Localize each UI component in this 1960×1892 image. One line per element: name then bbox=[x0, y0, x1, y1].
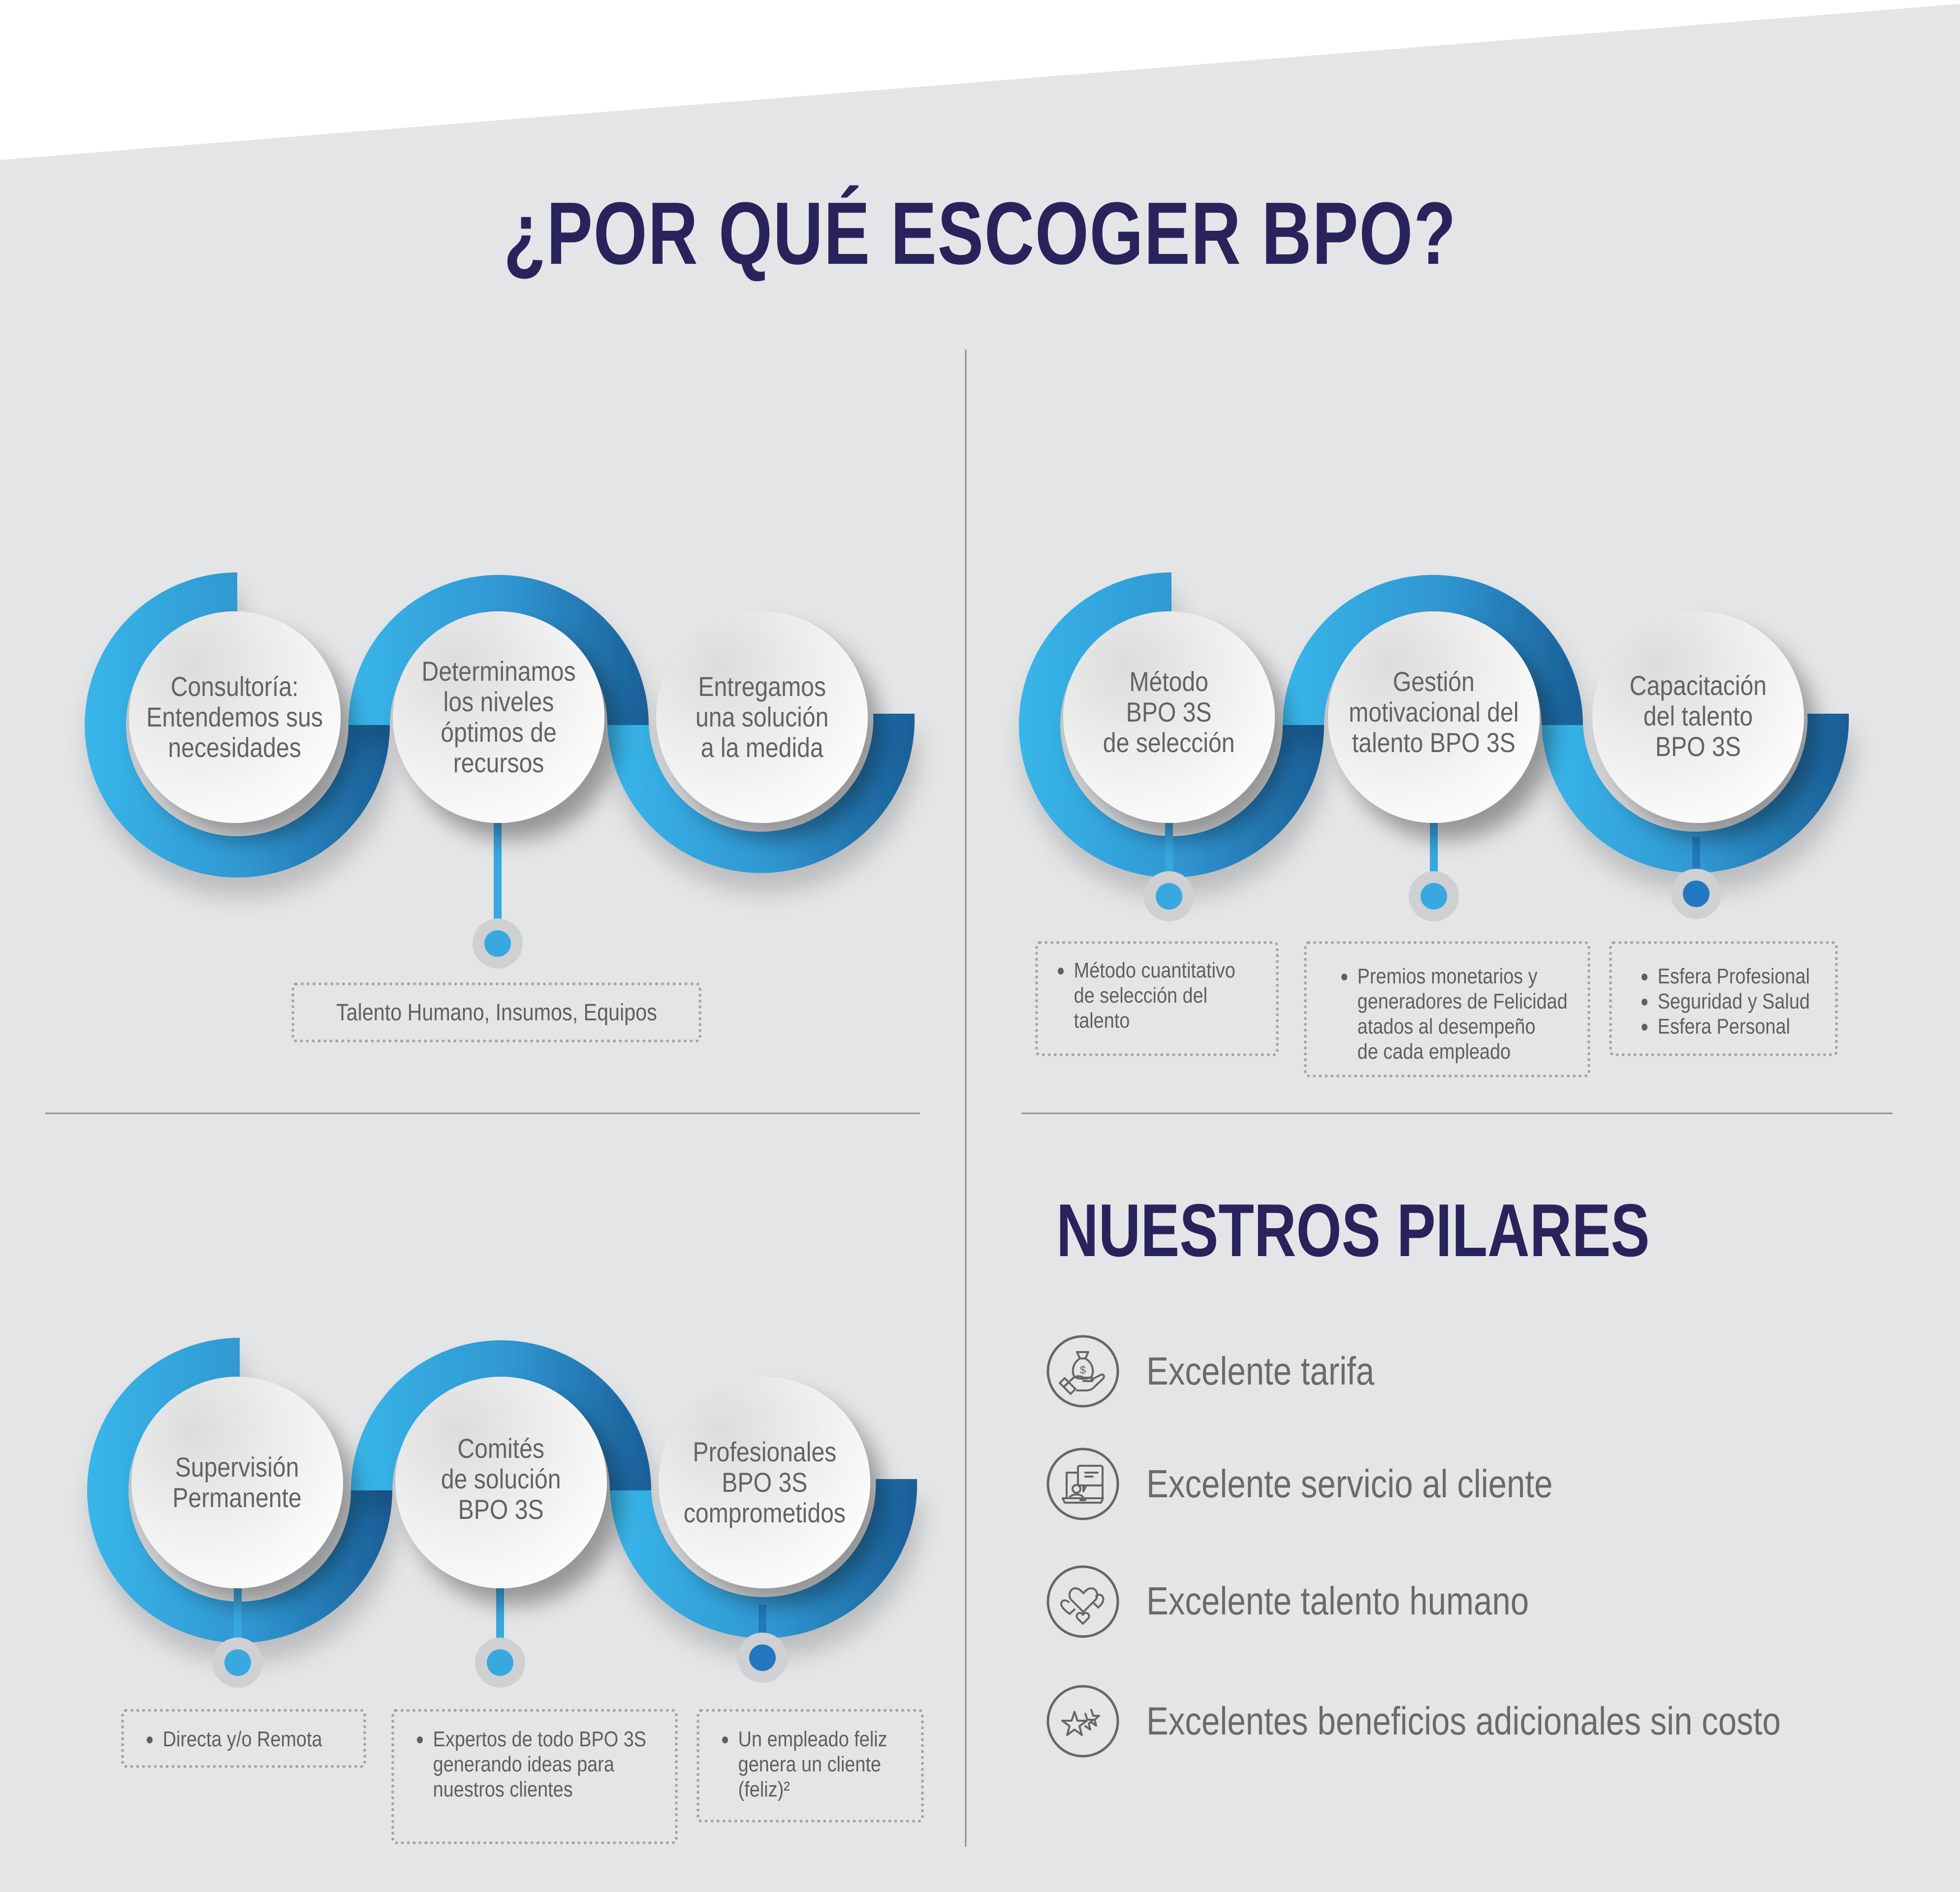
note-item: Esfera Profesional bbox=[1642, 964, 1845, 989]
step-circle bbox=[393, 611, 604, 823]
group-2-diagram bbox=[1019, 572, 1849, 921]
note-item: Método cuantitativo de selección del tal… bbox=[1058, 958, 1278, 1033]
note-box: Un empleado feliz genera un cliente (fel… bbox=[696, 1709, 924, 1823]
laptop-chat-support-icon bbox=[1046, 1447, 1120, 1521]
step-label: Método BPO 3S de selección bbox=[1103, 666, 1235, 758]
note-item: Seguridad y Salud bbox=[1642, 989, 1845, 1014]
note-box: Esfera Profesional Seguridad y Salud Esf… bbox=[1609, 941, 1838, 1056]
step-label: Capacitación del talento BPO 3S bbox=[1629, 670, 1767, 762]
wave-band bbox=[351, 1340, 651, 1490]
note-box: Directa y/o Remota bbox=[121, 1709, 366, 1768]
page-title: ¿POR QUÉ ESCOGER BPO? bbox=[503, 184, 1457, 283]
note-box: Método cuantitativo de selección del tal… bbox=[1035, 941, 1279, 1056]
pillar-label: Excelente talento humano bbox=[1146, 1579, 1529, 1623]
note-box: Expertos de todo BPO 3S generando ideas … bbox=[391, 1709, 678, 1844]
note-item: Directa y/o Remota bbox=[147, 1727, 367, 1752]
step-circle bbox=[129, 611, 341, 823]
money-bag-hand-icon: $ bbox=[1046, 1334, 1120, 1408]
step-label: Comités de solución BPO 3S bbox=[441, 1433, 561, 1525]
wave-band bbox=[607, 714, 915, 873]
top-diagonal-band bbox=[0, 0, 1960, 160]
wave-band bbox=[348, 575, 649, 725]
wave-band bbox=[610, 1479, 917, 1639]
step-circle bbox=[659, 1377, 870, 1588]
step-circle bbox=[1592, 611, 1804, 823]
pillar-label: Excelente tarifa bbox=[1146, 1349, 1375, 1393]
note-box: Talento Humano, Insumos, Equipos bbox=[291, 982, 701, 1042]
hearts-icon bbox=[1046, 1565, 1120, 1639]
step-circle bbox=[656, 611, 868, 823]
step-label: Entregamos una solución a la medida bbox=[695, 671, 829, 763]
group-1-diagram bbox=[85, 572, 915, 969]
note-item: Expertos de todo BPO 3S generando ideas … bbox=[417, 1727, 679, 1802]
step-label: Profesionales BPO 3S comprometidos bbox=[683, 1436, 846, 1528]
svg-text:$: $ bbox=[1080, 1364, 1086, 1376]
step-label: Determinamos los niveles óptimos de recu… bbox=[421, 656, 576, 778]
group-3-diagram bbox=[87, 1338, 917, 1688]
note-box: Premios monetarios y generadores de Feli… bbox=[1304, 941, 1590, 1077]
note-item: Esfera Personal bbox=[1642, 1014, 1845, 1039]
wave-band bbox=[1542, 714, 1849, 873]
pillar-label: Excelente servicio al cliente bbox=[1146, 1462, 1553, 1506]
step-label: Supervisión Permanente bbox=[172, 1451, 302, 1513]
step-circle bbox=[1328, 611, 1540, 823]
pillars-title: NUESTROS PILARES bbox=[1056, 1189, 1650, 1272]
step-label: Gestión motivacional del talento BPO 3S bbox=[1349, 666, 1519, 758]
step-circle bbox=[395, 1377, 607, 1588]
step-label: Consultoría: Entendemos sus necesidades bbox=[146, 671, 323, 763]
step-circle bbox=[1063, 611, 1275, 823]
step-circle bbox=[131, 1377, 343, 1588]
note-item: Un empleado feliz genera un cliente (fel… bbox=[722, 1727, 925, 1802]
stars-icon bbox=[1046, 1684, 1120, 1758]
wave-band bbox=[1283, 575, 1583, 725]
pillar-label: Excelentes beneficios adicionales sin co… bbox=[1146, 1699, 1781, 1743]
note-item: Premios monetarios y generadores de Feli… bbox=[1341, 964, 1604, 1064]
